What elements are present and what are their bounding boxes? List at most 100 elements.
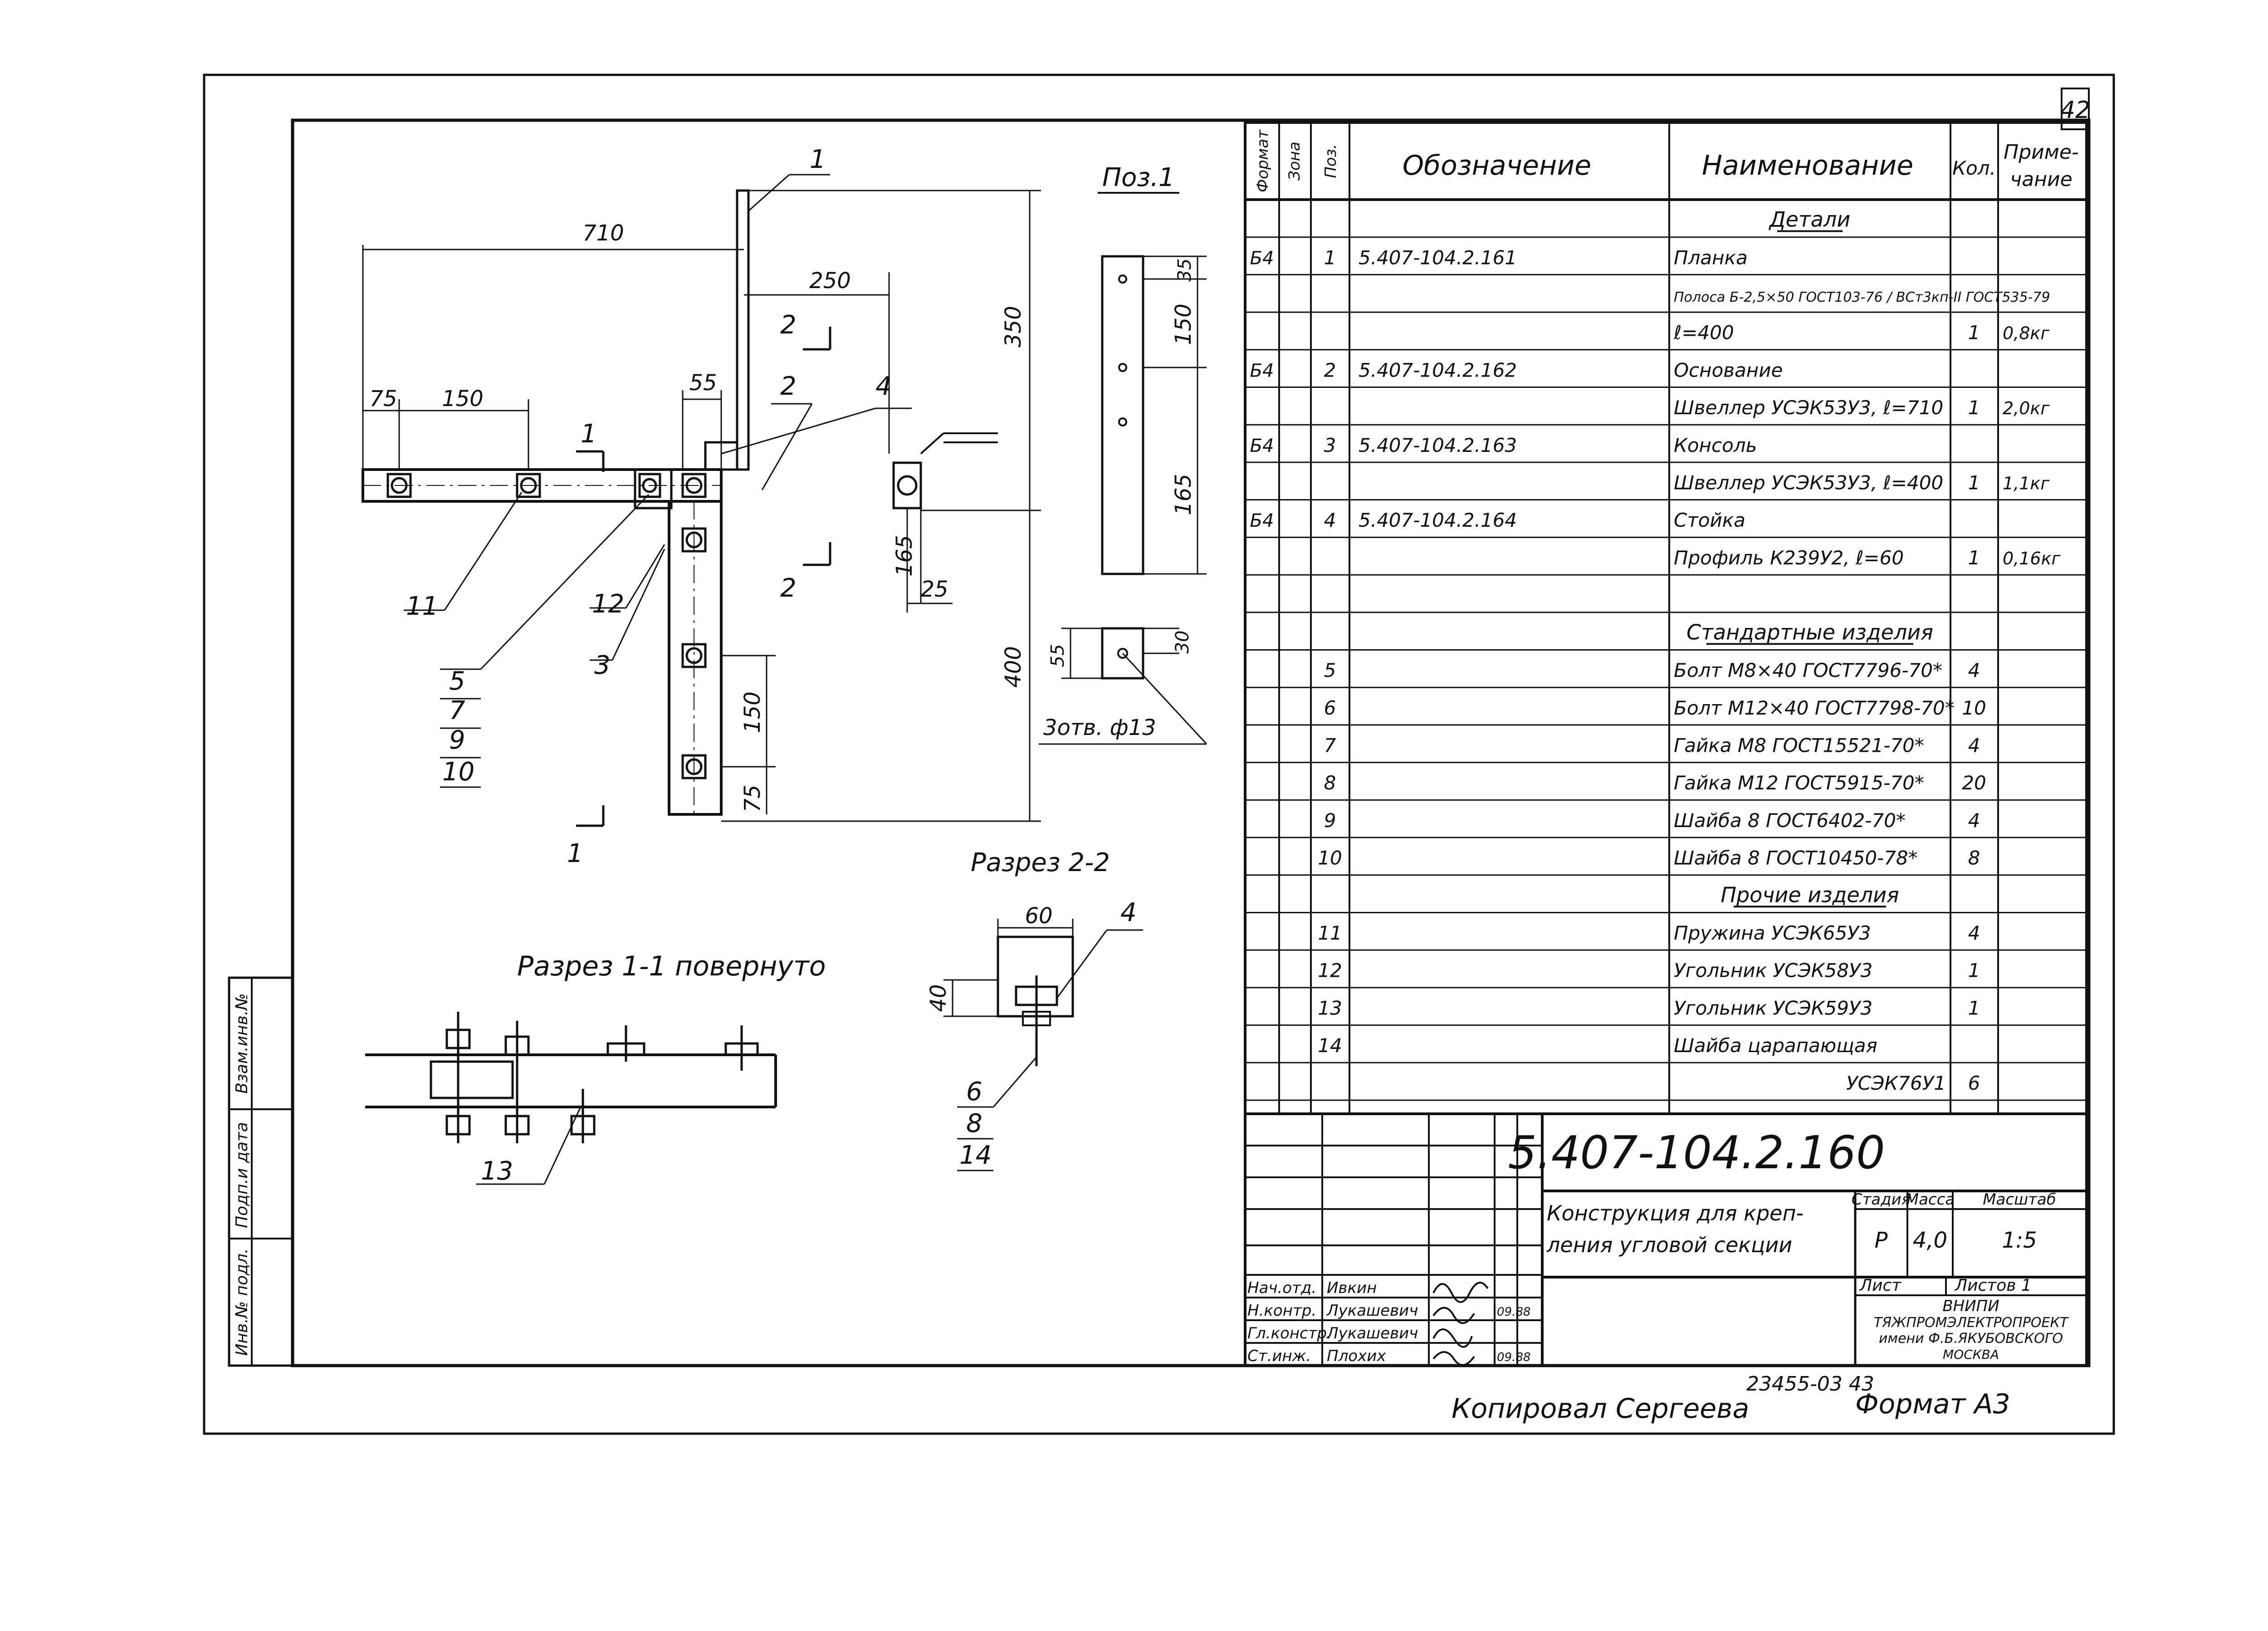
table-cell-pos: 1: [1324, 246, 1336, 269]
table-cell-name: Профиль К239У2, ℓ=60: [1674, 547, 1904, 569]
section-mark-2-bottom: 2: [780, 573, 797, 603]
section-1-1: Разрез 1-1 повернуто 13: [365, 950, 826, 1186]
org-line-2: ТЯЖПРОМЭЛЕКТРОПРОЕКТ: [1874, 1315, 2069, 1331]
dim-250: 250: [809, 268, 851, 294]
header-zone: Зона: [1286, 142, 1304, 181]
plan-view: [362, 189, 1041, 822]
table-cell-pos: 3: [1324, 434, 1336, 456]
dim-55b: 55: [1047, 644, 1068, 667]
table-cell-name: Гайка М12 ГОСТ5915-70*: [1674, 772, 1924, 794]
table-cell-pos: 10: [1318, 847, 1342, 869]
dim-400: 400: [1001, 646, 1026, 688]
table-cell-pos: 9: [1324, 809, 1336, 832]
table-cell-pos: 7: [1324, 734, 1336, 756]
table-cell-name: Швеллер УСЭК53У3, ℓ=400: [1674, 472, 1943, 494]
signer-name-1: Ивкин: [1327, 1279, 1377, 1297]
callout-13: 13: [481, 1156, 513, 1186]
dim-55: 55: [689, 370, 717, 396]
section-mark-2-top: 2: [780, 310, 797, 340]
callout-9: 9: [449, 725, 465, 755]
scale-label: Масштаб: [1983, 1190, 2056, 1209]
callout-3: 3: [594, 651, 611, 680]
stage-label: Стадия: [1852, 1190, 1911, 1209]
table-cell-name: Болт М8×40 ГОСТ7796-70*: [1674, 659, 1942, 681]
table-cell-name: Шайба царапающая: [1674, 1034, 1877, 1057]
section-mark-1-top: 1: [581, 419, 597, 449]
table-cell-name: Шайба 8 ГОСТ10450-78*: [1674, 847, 1918, 869]
section11-title: Разрез 1-1 повернуто: [517, 950, 826, 982]
plan-dimensions: 710 250 350 75 150 55 165 25 400 150 75: [369, 220, 1026, 813]
table-cell-qty: 1: [1968, 997, 1980, 1019]
org-line-3: имени Ф.Б.ЯКУБОВСКОГО: [1879, 1331, 2063, 1347]
dim-150c: 150: [1171, 304, 1196, 345]
table-cell-note: 0,8кг: [2003, 323, 2050, 343]
callout-11: 11: [406, 592, 438, 621]
org-line-1: ВНИПИ: [1942, 1297, 1999, 1315]
table-cell-format: Б4: [1250, 436, 1274, 456]
signer-role-3: Гл.констр.: [1247, 1324, 1332, 1342]
table-cell-pos: 13: [1318, 997, 1342, 1019]
signature-1: [1432, 1282, 1489, 1303]
table-cell-name: Угольник УСЭК58У3: [1674, 960, 1872, 982]
signer-role-2: Н.контр.: [1247, 1302, 1316, 1320]
header-note-1: Приме-: [2004, 141, 2079, 164]
header-qty: Кол.: [1952, 157, 1996, 179]
footer: Копировал Сергеева 23455-03 43 Формат А3: [1452, 1372, 2010, 1425]
table-cell-pos: 5: [1324, 659, 1336, 681]
dim-710: 710: [582, 220, 624, 246]
callout-2: 2: [780, 372, 797, 401]
table-cell-pos: 6: [1324, 697, 1336, 719]
inner-frame: [291, 118, 2091, 1367]
side-stamp-signature: Подп.и дата: [233, 1122, 251, 1228]
title-block-text: 5.407-104.2.160 Конструкция для креп- ле…: [1247, 1126, 2069, 1366]
callout-6: 6: [966, 1077, 982, 1107]
table-cell-note: 0,16кг: [2003, 549, 2061, 568]
table-cell-qty: 4: [1968, 734, 1980, 756]
table-cell-name: Детали: [1769, 207, 1851, 232]
signature-3: [1432, 1328, 1473, 1348]
table-cell-designation: 5.407-104.2.162: [1359, 359, 1517, 381]
header-format: Формат: [1254, 129, 1272, 192]
table-cell-qty: 4: [1968, 659, 1980, 681]
table-cell-qty: 1: [1968, 960, 1980, 982]
signer-date-2: 09.88: [1497, 1305, 1530, 1319]
table-cell-name: Болт М12×40 ГОСТ7798-70*: [1674, 697, 1955, 719]
table-cell-note: 2,0кг: [2003, 398, 2050, 418]
dim-150a: 150: [442, 386, 484, 411]
scale-value: 1:5: [2002, 1228, 2037, 1253]
header-designation: Обозначение: [1403, 150, 1591, 181]
header-pos: Поз.: [1322, 144, 1340, 178]
table-cell-designation: 5.407-104.2.163: [1359, 434, 1517, 456]
mass-value: 4,0: [1913, 1228, 1947, 1253]
table-cell-pos: 8: [1324, 772, 1336, 794]
side-stamp: Взам.инв.№ Подп.и дата Инв.№ подл.: [228, 976, 294, 1367]
signer-name-2: Лукашевич: [1326, 1302, 1418, 1320]
section-marks: 1 1 2 2: [567, 310, 831, 868]
signer-role-1: Нач.отд.: [1247, 1279, 1316, 1297]
callout-12: 12: [592, 589, 624, 619]
callout-14: 14: [959, 1141, 992, 1170]
callout-4: 4: [875, 372, 892, 401]
table-cell-pos: 4: [1324, 509, 1336, 531]
bolt-heads: [386, 473, 707, 779]
dim-165b: 165: [1171, 474, 1196, 515]
table-cell-name: УСЭК76У1: [1846, 1072, 1946, 1094]
callout-7: 7: [449, 696, 465, 725]
title-block: [1244, 1112, 2088, 1367]
table-cell-name: Полоса Б-2,5×50 ГОСТ103-76 / ВСт3кп-II Г…: [1674, 289, 2050, 305]
plan-callouts: 1 2 4 11 12 3 5 7 9 10: [404, 145, 912, 788]
table-cell-name: ℓ=400: [1673, 322, 1734, 344]
dim-75a: 75: [369, 386, 397, 411]
dim-30: 30: [1172, 631, 1193, 654]
table-cell-format: Б4: [1250, 510, 1274, 531]
signer-name-4: Плохих: [1327, 1347, 1386, 1365]
table-cell-name: Гайка М8 ГОСТ15521-70*: [1674, 734, 1924, 756]
spec-table: [1244, 121, 2088, 1115]
table-cell-name: Основание: [1674, 359, 1783, 381]
table-cell-note: 1,1кг: [2003, 474, 2050, 494]
org-line-4: МОСКВА: [1943, 1347, 1999, 1362]
table-cell-designation: 5.407-104.2.161: [1359, 246, 1517, 269]
spec-header: Формат Зона Поз. Обозначение Наименовани…: [1254, 129, 2079, 192]
